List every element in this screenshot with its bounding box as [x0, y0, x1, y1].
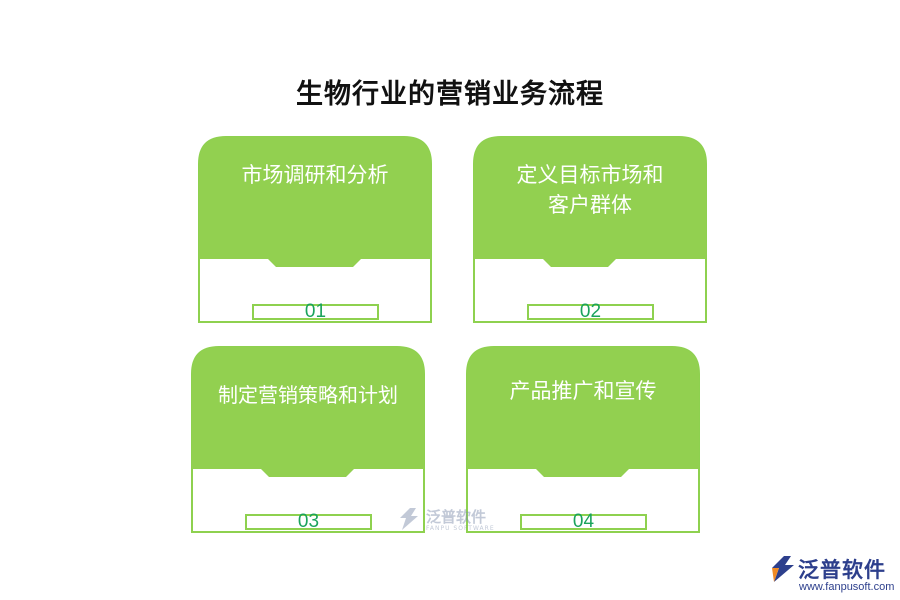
- step-2-label-line-1: 定义目标市场和: [516, 163, 664, 187]
- step-1-number-box: [252, 304, 379, 320]
- watermark-sub: FANPU SOFTWARE: [426, 525, 495, 532]
- page-title: 生物行业的营销业务流程: [296, 79, 604, 110]
- brand-logo: 泛普软件 www.fanpusoft.com: [766, 548, 896, 598]
- step-card-3: 制定营销策略和计划 03: [191, 346, 425, 533]
- step-2-number: 02: [579, 301, 602, 322]
- step-4-label-line-1: 产品推广和宣传: [509, 379, 657, 403]
- step-card-2-shape: [473, 136, 707, 323]
- step-1-label: 市场调研和分析: [198, 160, 432, 190]
- step-2-label-line-2: 客户群体: [548, 193, 632, 217]
- brand-logo-url: www.fanpusoft.com: [799, 581, 895, 593]
- watermark-logo-icon: [400, 508, 418, 530]
- step-card-2: 定义目标市场和 客户群体 02: [473, 136, 707, 323]
- watermark-name: 泛普软件: [426, 508, 487, 526]
- step-3-label-line-1: 制定营销策略和计划: [218, 383, 398, 407]
- step-card-1: 市场调研和分析 01: [198, 136, 432, 323]
- step-card-1-shape: [198, 136, 432, 323]
- step-2-label: 定义目标市场和 客户群体: [473, 160, 707, 220]
- step-4-label: 产品推广和宣传: [466, 376, 700, 406]
- step-3-number: 03: [297, 511, 320, 532]
- watermark: 泛普软件 FANPU SOFTWARE: [396, 504, 506, 538]
- step-card-4: 产品推广和宣传 04: [466, 346, 700, 533]
- step-3-number-box: [245, 514, 372, 530]
- step-1-number: 01: [304, 301, 327, 322]
- step-3-label: 制定营销策略和计划: [191, 380, 425, 410]
- step-2-number-box: [527, 304, 654, 320]
- brand-logo-icon: [772, 556, 794, 582]
- step-1-label-line-1: 市场调研和分析: [241, 163, 389, 187]
- step-card-4-shape: [466, 346, 700, 533]
- step-card-3-shape: [191, 346, 425, 533]
- brand-logo-name: 泛普软件: [798, 558, 886, 582]
- step-4-number-box: [520, 514, 647, 530]
- step-4-number: 04: [572, 511, 595, 532]
